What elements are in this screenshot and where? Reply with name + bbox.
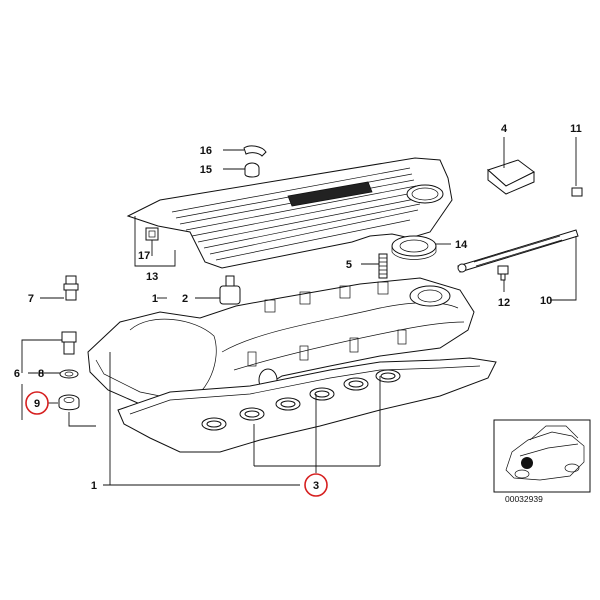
hex-nut-part[interactable] (571, 187, 583, 197)
bracket-clip-part[interactable] (145, 227, 159, 241)
callout-13: 13 (146, 271, 158, 283)
sensor-bolt-part[interactable] (63, 275, 79, 301)
callout-8: 8 (38, 368, 44, 380)
strap-bolt-part[interactable] (497, 265, 509, 281)
gasket-part[interactable] (117, 357, 497, 453)
car-outline-icon (505, 425, 585, 481)
ground-strap-part[interactable] (457, 229, 579, 273)
callout-14: 14 (455, 239, 468, 251)
clip-part[interactable] (243, 145, 267, 157)
callout-4: 4 (501, 123, 508, 135)
callout-10: 10 (540, 295, 552, 307)
callout-11: 11 (570, 123, 582, 135)
callout-7: 7 (28, 293, 34, 305)
engine-location-dot (521, 457, 533, 469)
engine-cover-part[interactable] (126, 157, 453, 269)
grommet-seal-part[interactable] (58, 394, 80, 411)
washer-part[interactable] (59, 369, 79, 379)
highlight-circle-9 (25, 391, 49, 415)
callout-labels: 16 15 17 13 1 2 5 4 11 14 12 10 7 6 8 9 … (14, 123, 582, 492)
callout-1-bottom: 1 (91, 480, 97, 492)
filler-seal-part[interactable] (391, 235, 437, 260)
grommet-part[interactable] (244, 162, 260, 178)
callout-5: 5 (346, 259, 352, 271)
stud-part[interactable] (378, 253, 388, 279)
callout-12: 12 (498, 297, 510, 309)
callout-2: 2 (182, 293, 188, 305)
callout-16: 16 (200, 145, 212, 157)
cover-bolt-part[interactable] (61, 331, 77, 355)
callout-6: 6 (14, 368, 20, 380)
callout-9: 9 (34, 398, 40, 410)
callout-1-top: 1 (152, 293, 158, 305)
reference-code: 00032939 (505, 494, 543, 504)
rubber-mount-part[interactable] (219, 275, 241, 305)
callout-3: 3 (313, 480, 319, 492)
leader-lines (21, 137, 577, 486)
oil-filler-cap-part[interactable] (487, 159, 535, 195)
highlight-circle-3 (304, 473, 328, 497)
location-inset (493, 419, 591, 493)
callout-15: 15 (200, 164, 212, 176)
spark-plug-seals (201, 369, 401, 431)
callout-17: 17 (138, 250, 150, 262)
